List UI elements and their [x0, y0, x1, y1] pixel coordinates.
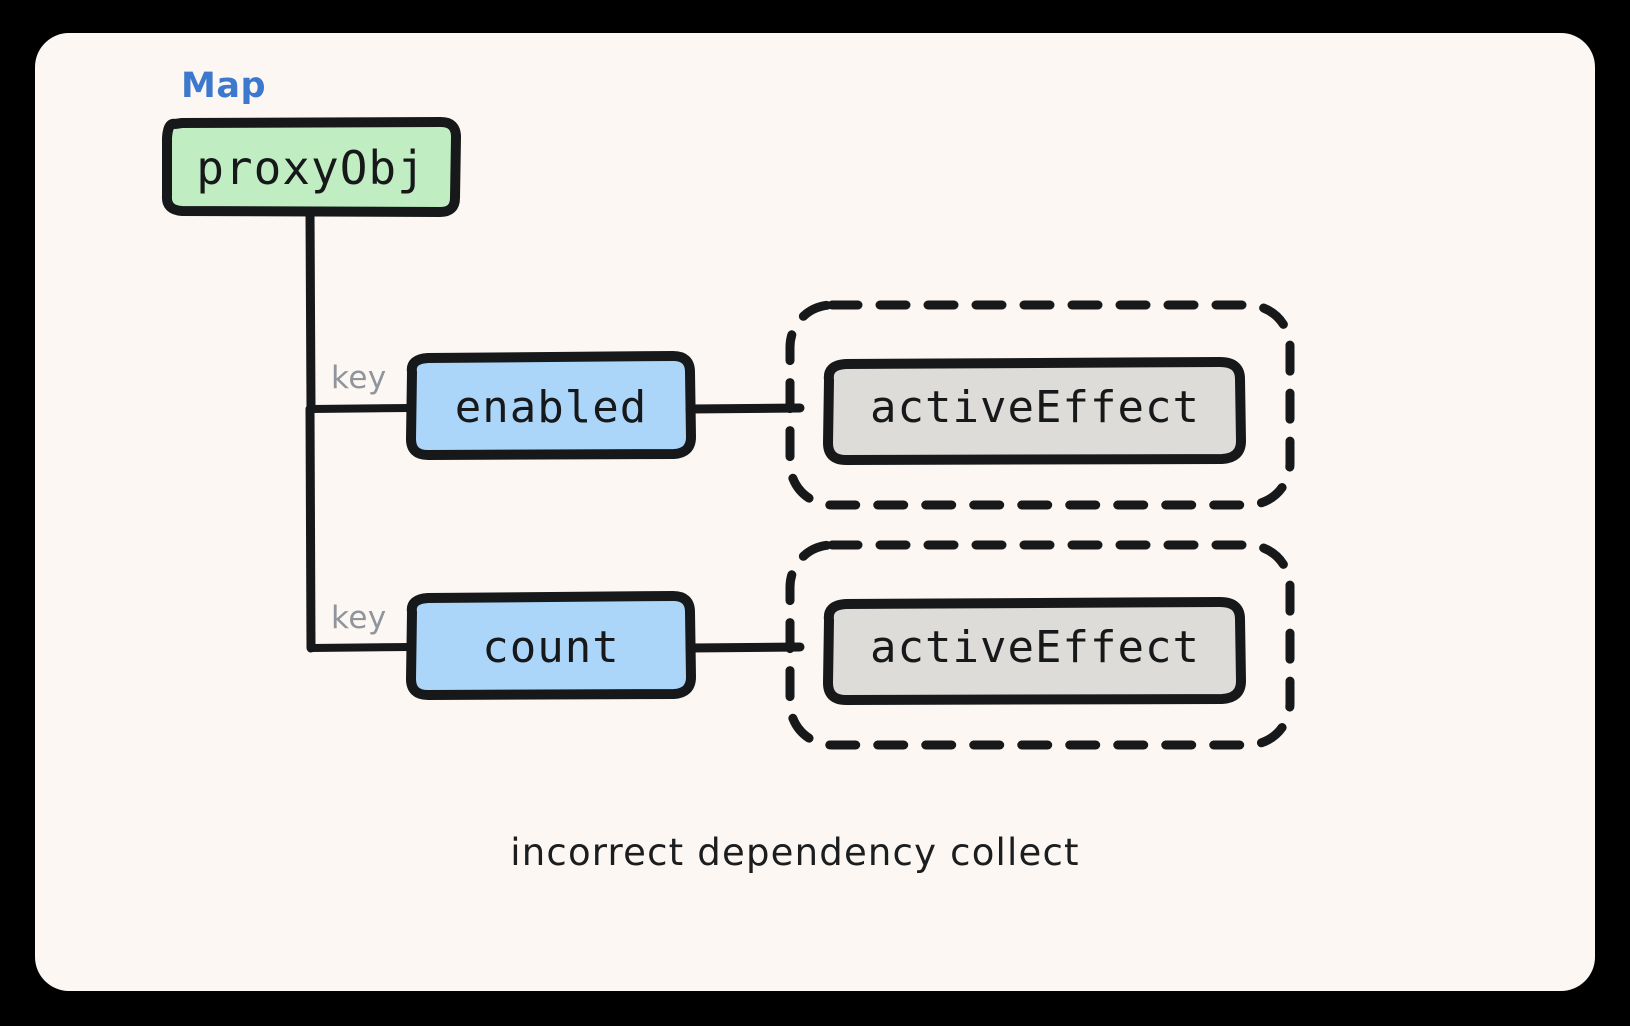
node-enabled-label: enabled	[455, 382, 647, 433]
node-count-shape	[406, 591, 696, 700]
edge-proxyobj-to-count	[307, 643, 414, 652]
edge-proxyobj-to-enabled	[307, 404, 414, 413]
dep-set-container-count	[785, 540, 1295, 750]
edge-count-to-effect	[685, 642, 805, 653]
edge-label-key-count: key	[331, 600, 387, 636]
dep-set-container-enabled	[785, 300, 1295, 510]
node-activeeffect-count-shape	[823, 597, 1246, 705]
node-activeeffect-enabled-label: activeEffect	[870, 382, 1200, 433]
node-enabled-shape	[406, 351, 696, 460]
map-label: Map	[181, 66, 266, 106]
node-count-label: count	[482, 622, 619, 673]
edge-trunk-lower	[305, 404, 316, 653]
node-enabled[interactable]: enabled	[406, 351, 696, 460]
node-count[interactable]: count	[406, 591, 696, 700]
node-activeeffect-enabled-shape	[823, 357, 1246, 465]
node-activeeffect-enabled[interactable]: activeEffect	[823, 357, 1246, 465]
edge-enabled-to-effect	[685, 403, 805, 414]
node-activeeffect-count-label: activeEffect	[870, 622, 1200, 673]
diagram-caption: incorrect dependency collect	[510, 831, 1079, 874]
node-proxyobj[interactable]: proxyObj	[161, 117, 461, 217]
edge-trunk-upper	[305, 207, 316, 414]
node-proxyobj-shape	[161, 117, 461, 217]
edge-label-key-enabled: key	[331, 360, 387, 396]
node-proxyobj-label: proxyObj	[196, 141, 426, 195]
node-activeeffect-count[interactable]: activeEffect	[823, 597, 1246, 705]
